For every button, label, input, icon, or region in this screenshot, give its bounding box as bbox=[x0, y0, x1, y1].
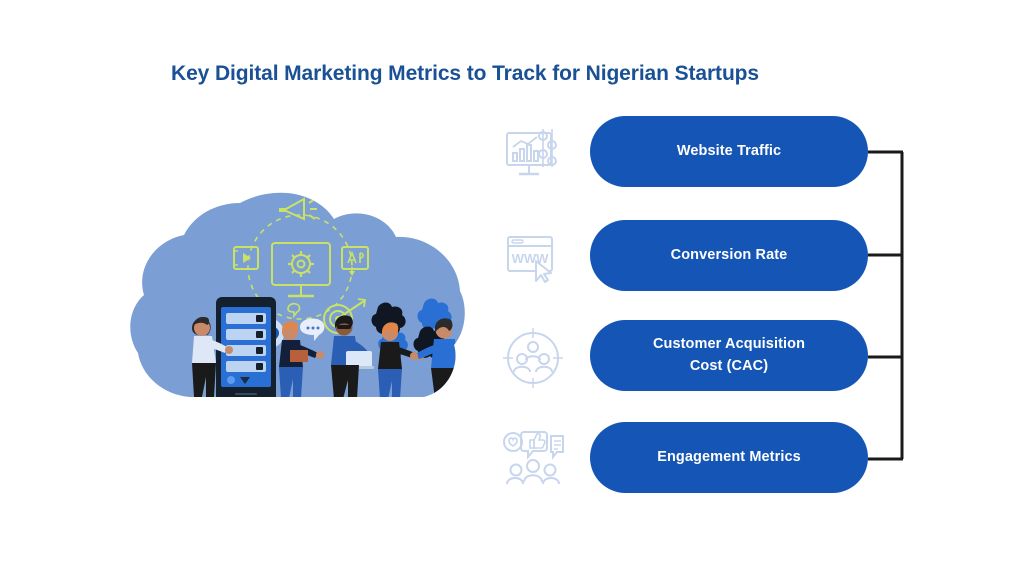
metric-label: Engagement Metrics bbox=[657, 448, 801, 465]
target-audience-icon bbox=[495, 320, 571, 396]
metric-label-line-2: Cost (CAC) bbox=[689, 357, 769, 374]
person-figure-1 bbox=[192, 316, 233, 397]
metric-pill-conversion-rate[interactable]: Conversion Rate bbox=[590, 220, 868, 291]
metric-pill-customer-acquisition-cost[interactable]: Customer Acquisition Cost (CAC) bbox=[590, 320, 868, 391]
metric-label: Customer Acquisition Cost (CAC) bbox=[653, 334, 805, 376]
svg-text:WWW: WWW bbox=[512, 251, 550, 266]
person-figure-3 bbox=[331, 315, 374, 397]
analytics-monitor-icon bbox=[495, 116, 571, 192]
ad-display-icon bbox=[341, 246, 369, 276]
typing-bubble-icon bbox=[300, 318, 325, 341]
www-browser-cursor-icon: WWW bbox=[495, 220, 571, 296]
metric-label-line-1: Customer Acquisition bbox=[652, 336, 806, 353]
metric-label: Website Traffic bbox=[676, 142, 782, 159]
megaphone-icon bbox=[279, 197, 317, 221]
metric-pill-engagement-metrics[interactable]: Engagement Metrics bbox=[590, 422, 868, 493]
chat-bubble-icons bbox=[287, 302, 301, 319]
bracket-connector bbox=[860, 110, 920, 500]
metric-row-website-traffic: Website Traffic bbox=[495, 116, 875, 192]
tablet-device bbox=[216, 297, 276, 397]
person-figure-2 bbox=[279, 321, 324, 397]
social-engagement-icon bbox=[495, 422, 571, 498]
person-figure-4 bbox=[378, 322, 424, 397]
metric-row-conversion-rate: WWW Conversion Rate bbox=[495, 220, 875, 296]
metric-pill-website-traffic[interactable]: Website Traffic bbox=[590, 116, 868, 187]
play-video-icon bbox=[233, 246, 259, 270]
metric-label: Conversion Rate bbox=[670, 246, 788, 263]
metric-row-engagement-metrics: Engagement Metrics bbox=[495, 422, 875, 498]
digital-marketing-illustration bbox=[128, 185, 473, 410]
metric-row-customer-acquisition-cost: Customer Acquisition Cost (CAC) bbox=[495, 320, 875, 396]
page-title: Key Digital Marketing Metrics to Track f… bbox=[171, 62, 759, 85]
